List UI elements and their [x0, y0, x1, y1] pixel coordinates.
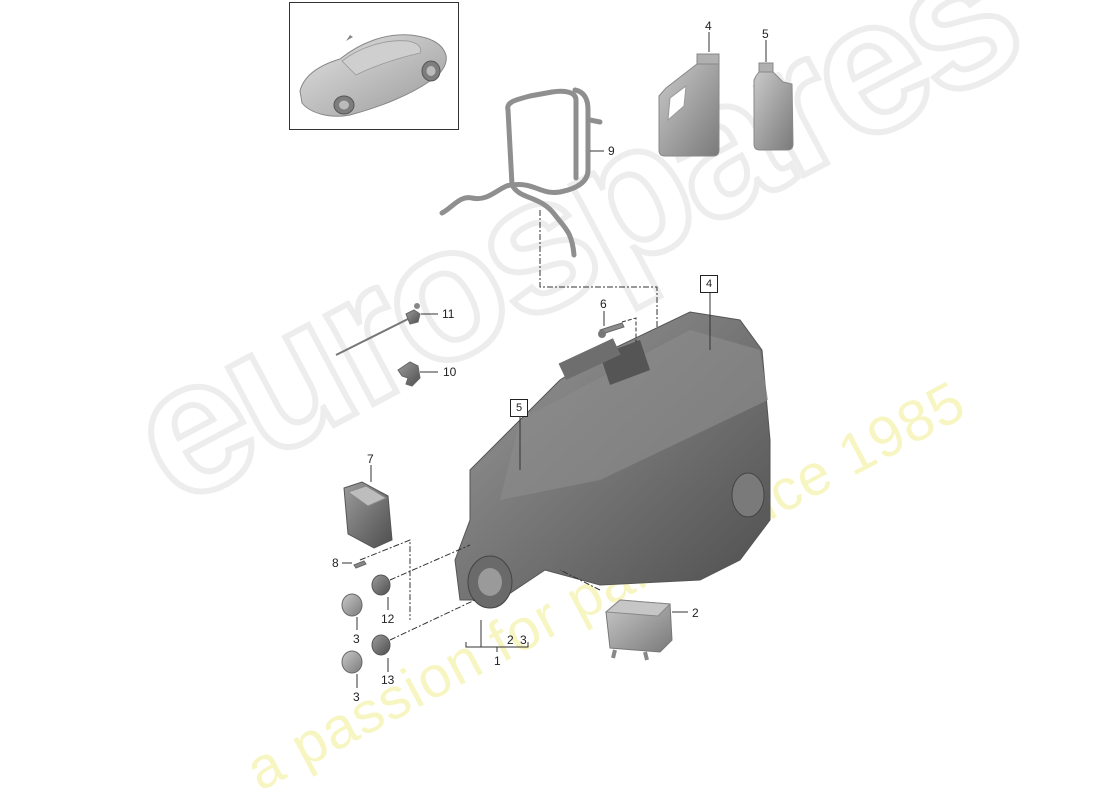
- boxed-ref-5: 5: [510, 399, 528, 417]
- cable-tie-icon: [335, 317, 411, 356]
- car-icon: [299, 34, 447, 117]
- callout-2: 2: [692, 606, 699, 620]
- callout-10: 10: [443, 365, 457, 379]
- callout-3b: 3: [353, 690, 360, 704]
- callout-9: 9: [608, 144, 615, 158]
- boxed-ref-4: 4: [700, 275, 718, 293]
- callout-7: 7: [367, 452, 374, 466]
- vehicle-thumbnail: [289, 2, 459, 130]
- callout-6: 6: [600, 297, 607, 311]
- callout-5: 5: [762, 27, 769, 41]
- callout-3-group: 3: [520, 633, 527, 647]
- callout-13: 13: [381, 673, 395, 687]
- oil-cooler-icon: [604, 599, 673, 661]
- callout-1: 1: [494, 654, 501, 668]
- clip-icon: [397, 361, 421, 387]
- callout-12: 12: [381, 612, 395, 626]
- transmission-icon: [454, 311, 771, 609]
- breather-pipe-icon: [439, 87, 603, 258]
- callout-4: 4: [705, 19, 712, 33]
- callout-8: 8: [332, 556, 339, 570]
- callout-3a: 3: [353, 632, 360, 646]
- seal-cap-icon: [341, 593, 363, 674]
- plug-icon: [371, 574, 391, 656]
- callout-11: 11: [442, 307, 455, 321]
- oil-bottle-icon: [753, 40, 794, 151]
- callout-2-group: 2: [507, 633, 514, 647]
- oil-canister-icon: [658, 32, 720, 157]
